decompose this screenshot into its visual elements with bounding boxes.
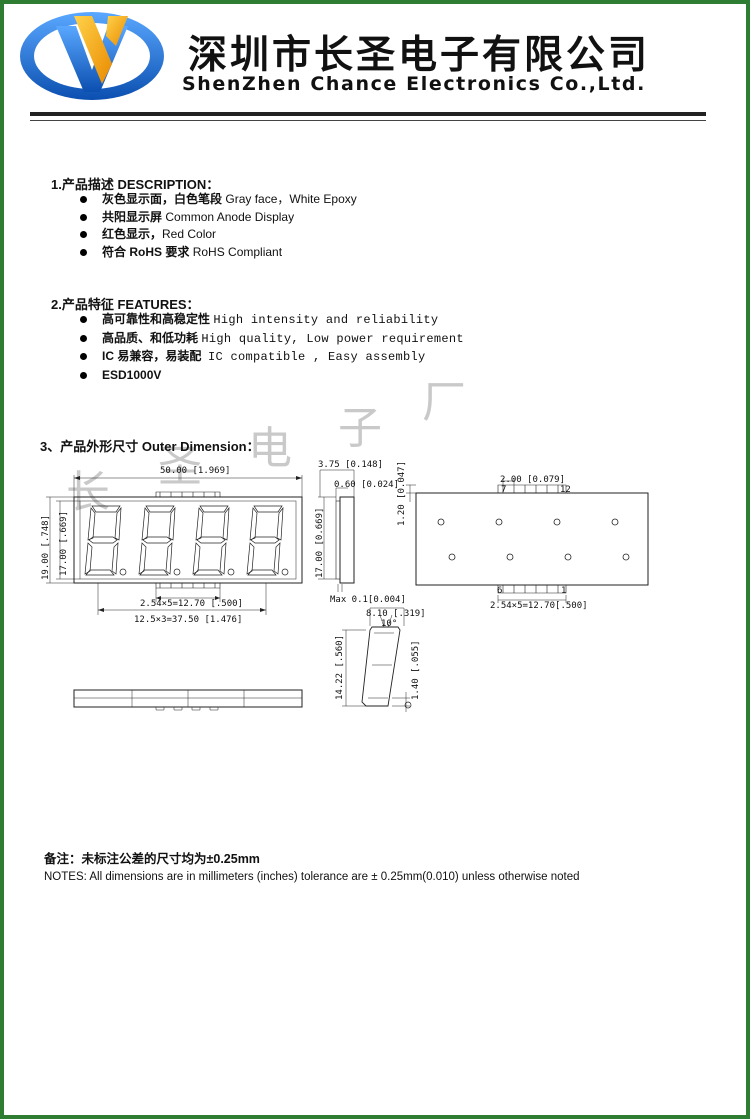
description-list: 灰色显示面，白色笔段 Gray face，White Epoxy 共阳显示屏 C… (80, 191, 357, 261)
bullet-icon (80, 231, 87, 238)
features-list: 高可靠性和高稳定性 High intensity and reliability… (80, 311, 464, 384)
label-seg-angle: 10° (381, 619, 397, 629)
segment-detail (342, 607, 412, 712)
label-width-total: 50.00 [1.969] (160, 466, 230, 476)
note-en: NOTES: All dimensions are in millimeters… (44, 871, 580, 883)
bullet-icon (80, 316, 87, 323)
watermark-char: 电 (248, 423, 292, 474)
note-cn: 备注：未标注公差的尺寸均为±0.25mm (44, 852, 260, 866)
label-seg-height: 14.22 [.560] (335, 635, 345, 700)
label-back-pin-width: 2.00 [0.079] (500, 475, 565, 485)
bullet-icon (80, 196, 87, 203)
list-item: 灰色显示面，白色笔段 Gray face，White Epoxy (80, 191, 357, 209)
bullet-icon (80, 353, 87, 360)
label-side-step: 0.60 [0.024] (334, 480, 399, 490)
label-side-max: Max 0.1[0.004] (330, 595, 406, 605)
watermark-char: 长 (66, 467, 110, 518)
description-title: 1.产品描述 DESCRIPTION： (51, 177, 220, 192)
list-item: 符合 RoHS 要求 RoHS Compliant (80, 244, 357, 262)
features-title: 2.产品特征 FEATURES： (51, 297, 200, 312)
label-digit-pitch: 12.5×3=37.50 [1.476] (134, 615, 242, 625)
watermark-char: 子 (338, 403, 382, 454)
label-back-pin-span: 2.54×5=12.70[.500] (490, 601, 588, 611)
label-pin-7: 7 (501, 485, 506, 495)
list-item: ESD1000V (80, 367, 464, 385)
label-side-depth: 3.75 [0.148] (318, 460, 383, 470)
bullet-icon (80, 371, 87, 379)
list-item: 高品质、和低功耗 High quality, Low power require… (80, 330, 464, 349)
front-view (46, 475, 303, 615)
label-pin-1: 1 (561, 586, 566, 596)
label-height-face: 17.00 [.669] (59, 511, 69, 576)
list-item: 红色显示，Red Color (80, 226, 357, 244)
watermark-char: 厂 (422, 377, 466, 428)
list-item: 高可靠性和高稳定性 High intensity and reliability (80, 311, 464, 330)
list-item: IC 易兼容，易装配 IC compatible , Easy assembly (80, 348, 464, 367)
company-name-cn: 深圳市长圣电子有限公司 (188, 33, 651, 78)
label-side-height: 17.00 [0.669] (315, 508, 325, 578)
label-pin-12: 12 (560, 485, 571, 495)
company-logo (20, 12, 164, 100)
label-height-total: 19.00 [.748] (41, 515, 51, 580)
label-seg-width: 8.10 [.319] (366, 609, 426, 619)
header-rule (30, 112, 706, 116)
label-back-offset: 1.20 [0.047] (397, 461, 407, 526)
label-pin-6: 6 (497, 586, 502, 596)
watermark-char: 圣 (158, 441, 202, 492)
bullet-icon (80, 213, 87, 221)
bullet-icon (80, 248, 87, 256)
side-view (318, 469, 355, 592)
bottom-view (73, 689, 303, 711)
bullet-icon (80, 334, 87, 342)
back-view (406, 478, 649, 603)
list-item: 共阳显示屏 Common Anode Display (80, 209, 357, 227)
outer-dimension-drawing: 50.00 [1.969] 19.00 [.748] 17.00 [.669] … (41, 460, 649, 712)
label-seg-bar: 1.40 [.055] (411, 640, 421, 700)
company-name-en: ShenZhen Chance Electronics Co.,Ltd. (182, 73, 646, 95)
header-rule-thin (30, 120, 706, 121)
dimension-title: 3、产品外形尺寸 Outer Dimension： (40, 439, 260, 454)
label-pin-span: 2.54×5=12.70 [.500] (140, 599, 243, 609)
